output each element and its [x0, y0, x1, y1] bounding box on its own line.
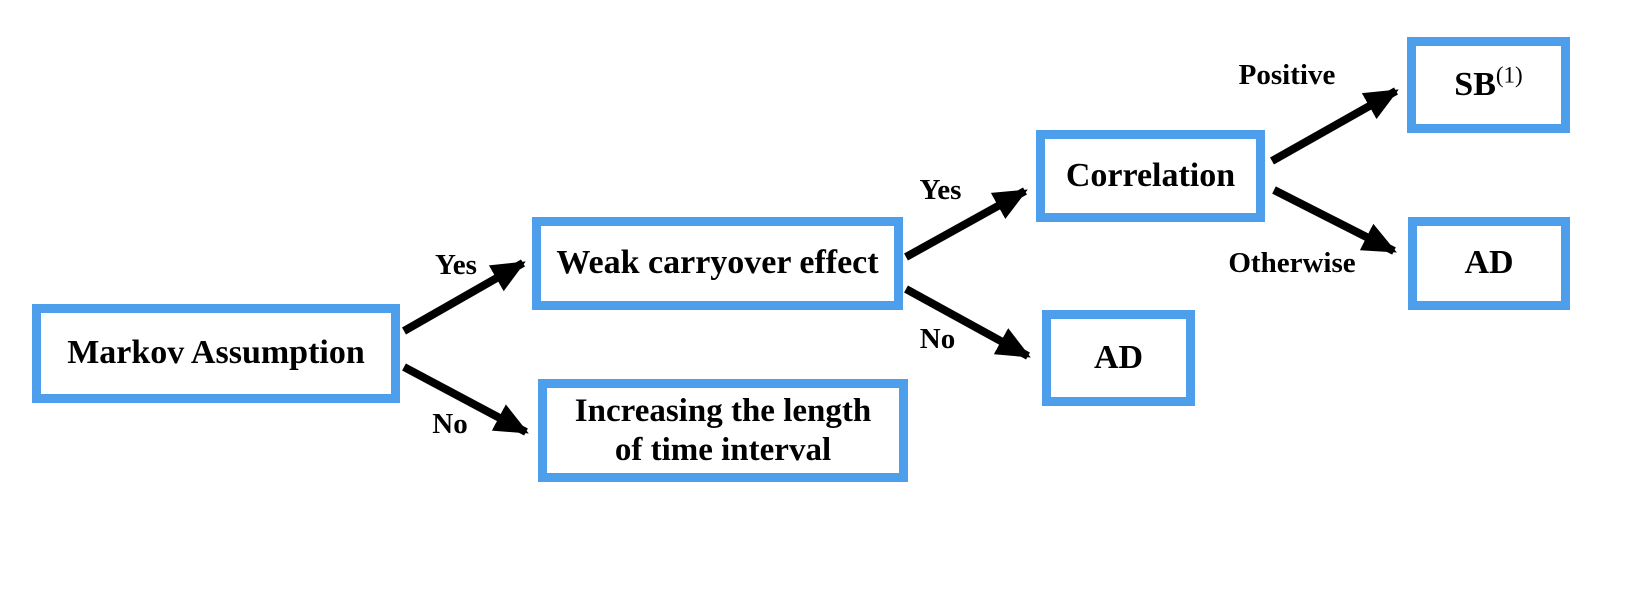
- edge-label-correlation-sb-positive: Positive: [1238, 59, 1336, 91]
- arrow-correlation-to-ad: [1272, 186, 1397, 255]
- edge-label-markov-increase-no: No: [432, 408, 468, 440]
- arrow-weak-to-correlation: [904, 187, 1028, 261]
- node-sb-label: SB(1): [1454, 62, 1523, 105]
- node-markov-assumption-label: Markov Assumption: [67, 334, 365, 372]
- node-sb-superscript: (1): [1495, 62, 1523, 88]
- node-increase-line-2: of time interval: [614, 431, 832, 468]
- arrow-weak-to-ad: [904, 285, 1031, 360]
- node-weak-carryover-effect: Weak carryover effect: [532, 217, 903, 310]
- node-markov-assumption: Markov Assumption: [32, 304, 400, 403]
- edge-label-weak-ad-no: No: [919, 323, 956, 355]
- node-sb-text: SB: [1454, 65, 1496, 103]
- node-ad-right: AD: [1408, 217, 1570, 310]
- node-correlation: Correlation: [1036, 130, 1265, 222]
- node-ad-middle-label: AD: [1093, 338, 1144, 376]
- edge-label-correlation-ad-otherwise: Otherwise: [1228, 247, 1356, 279]
- node-ad-middle: AD: [1042, 310, 1195, 406]
- arrow-correlation-to-sb: [1270, 87, 1399, 165]
- node-increase-time-interval-label: Increasing the length of time interval: [575, 392, 871, 470]
- node-weak-carryover-effect-label: Weak carryover effect: [556, 244, 879, 282]
- node-ad-right-label: AD: [1464, 244, 1514, 282]
- edge-label-markov-weak-yes: Yes: [435, 249, 477, 281]
- node-sb: SB(1): [1407, 37, 1570, 133]
- node-correlation-label: Correlation: [1065, 156, 1236, 194]
- node-increase-line-1: Increasing the length: [574, 392, 872, 429]
- edge-label-weak-correlation-yes: Yes: [919, 174, 962, 206]
- arrow-markov-to-weak: [402, 259, 526, 335]
- node-increase-time-interval: Increasing the length of time interval: [538, 379, 908, 482]
- arrow-markov-to-increase: [402, 363, 529, 436]
